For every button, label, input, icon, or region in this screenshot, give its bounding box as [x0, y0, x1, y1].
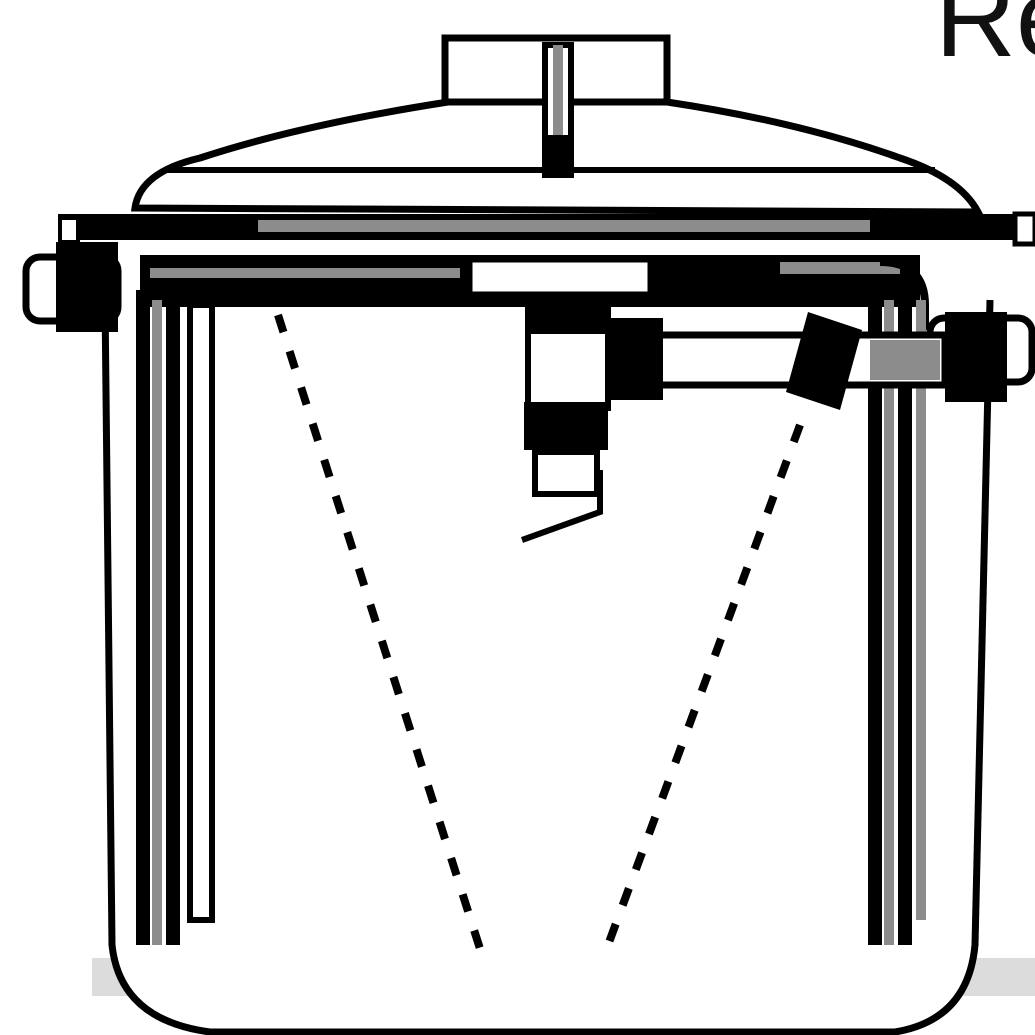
- right-pipe-edge: [916, 300, 926, 920]
- right-pipe-outer: [868, 300, 882, 945]
- spray-arm-joint-left: [605, 318, 663, 400]
- left-handle-block: [56, 242, 118, 332]
- edge-label: Re: [935, 0, 1035, 74]
- steam-pipe-inner-white: [467, 257, 653, 297]
- valve-cap: [528, 300, 608, 334]
- steam-pipe-right-white: [660, 262, 780, 286]
- right-pipe-gray: [884, 300, 894, 945]
- steam-pipe-right-gray: [780, 262, 900, 274]
- spray-arm-ribs: [870, 340, 940, 380]
- spray-nozzle-right: [786, 312, 862, 410]
- pot-body: [101, 299, 994, 1035]
- vent-tube-cap: [543, 135, 573, 175]
- right-pipe-inner: [898, 300, 912, 945]
- valve-tip: [532, 449, 600, 497]
- vent-tube-core: [553, 45, 563, 175]
- left-pipe-mid: [166, 295, 180, 945]
- left-pipe-inner: [187, 302, 215, 923]
- left-pipe-gray: [152, 300, 162, 945]
- left-pipe-outer: [136, 290, 150, 945]
- valve-nut: [524, 402, 608, 450]
- steam-pipe-upper-gap: [150, 268, 460, 278]
- valve-spout: [520, 470, 603, 543]
- rim-tab-right: [1012, 211, 1035, 247]
- right-handle-block: [945, 312, 1007, 402]
- rim-flange-highlight: [258, 220, 870, 232]
- spray-line-right: [604, 423, 804, 947]
- rim-tab-left: [58, 216, 80, 244]
